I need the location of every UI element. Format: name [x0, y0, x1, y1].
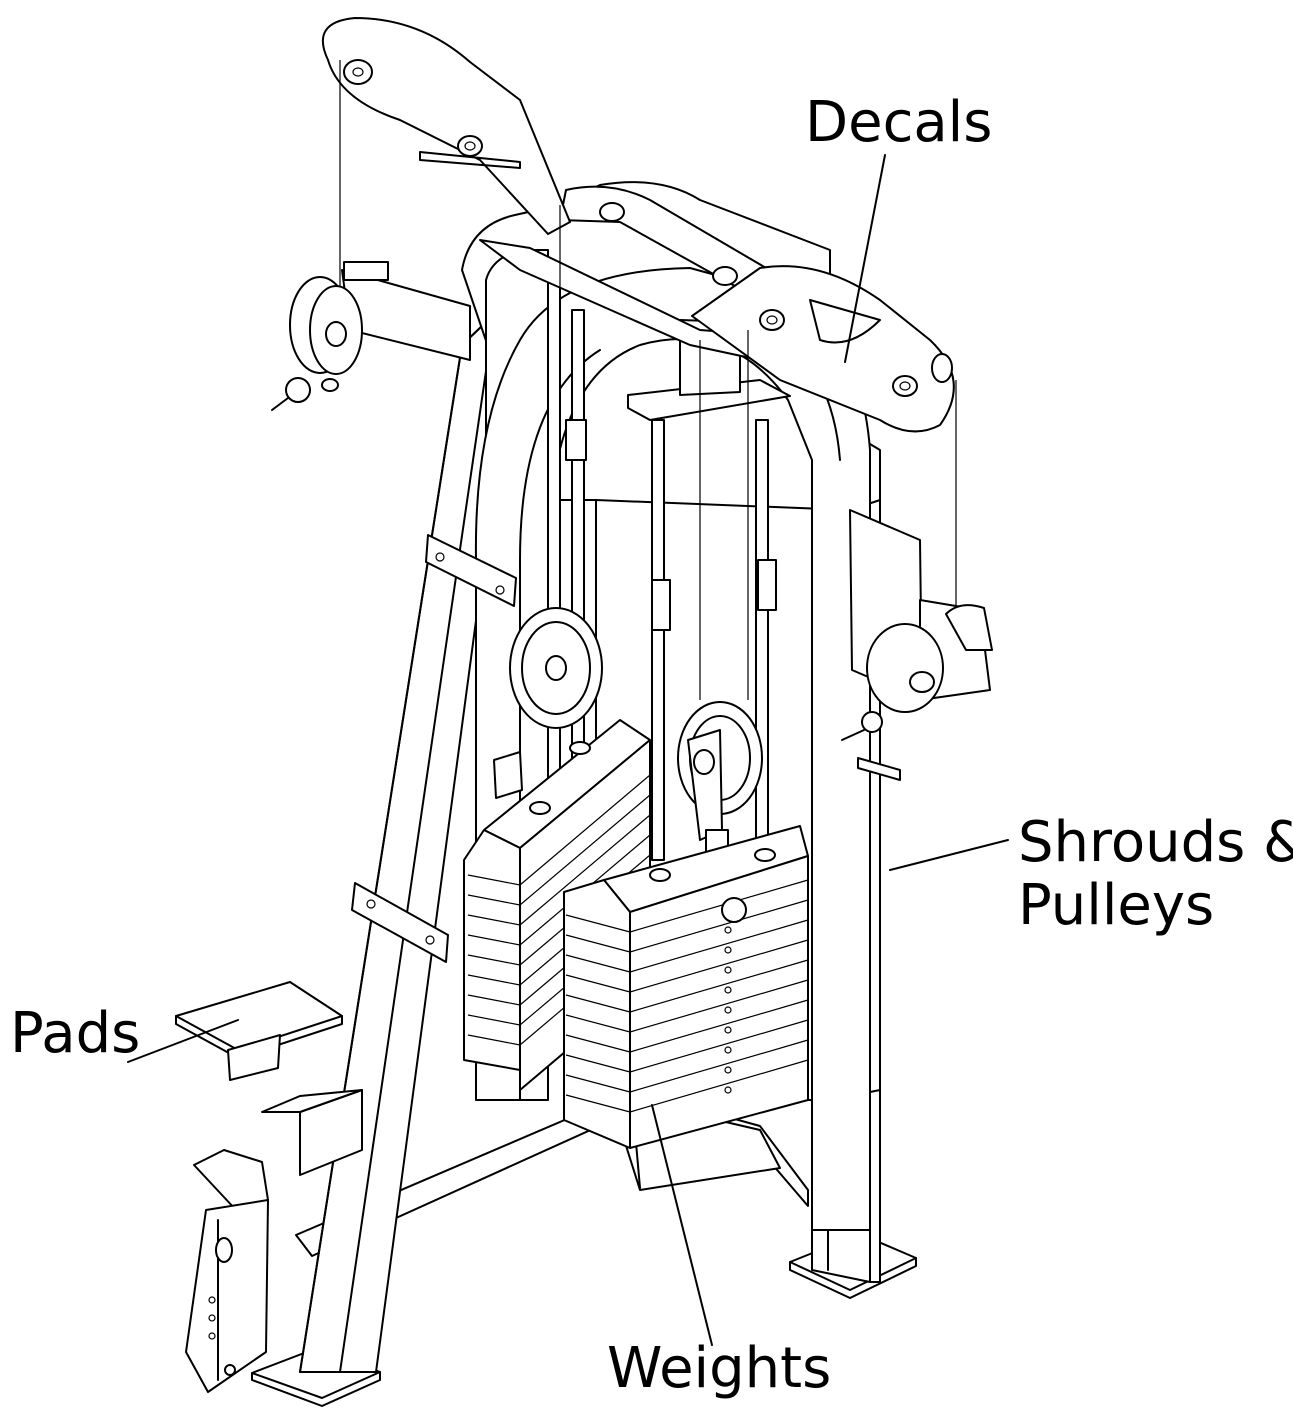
top-left-pulley-housing	[322, 17, 571, 235]
weight-stack-right	[563, 825, 809, 1149]
upright-brackets	[351, 534, 517, 963]
leader-decals	[844, 154, 886, 363]
weight-peg	[493, 751, 523, 799]
label-weights: Weights	[607, 1336, 832, 1401]
leader-weights	[651, 1104, 713, 1346]
leader-shrouds-pulleys	[889, 839, 1009, 871]
right-side-pulley	[841, 509, 993, 781]
mid-pulleys	[509, 607, 763, 867]
top-beam	[479, 185, 791, 361]
label-decals: Decals	[805, 90, 993, 155]
foot-pad-assembly	[175, 981, 363, 1393]
label-shrouds-pulleys: Shrouds & Pulleys	[1018, 810, 1293, 938]
leader-lines	[127, 154, 1009, 1346]
leader-pads	[127, 1019, 239, 1063]
left-side-pulley	[271, 261, 471, 411]
label-pads: Pads	[10, 1001, 141, 1066]
cables	[339, 60, 957, 700]
